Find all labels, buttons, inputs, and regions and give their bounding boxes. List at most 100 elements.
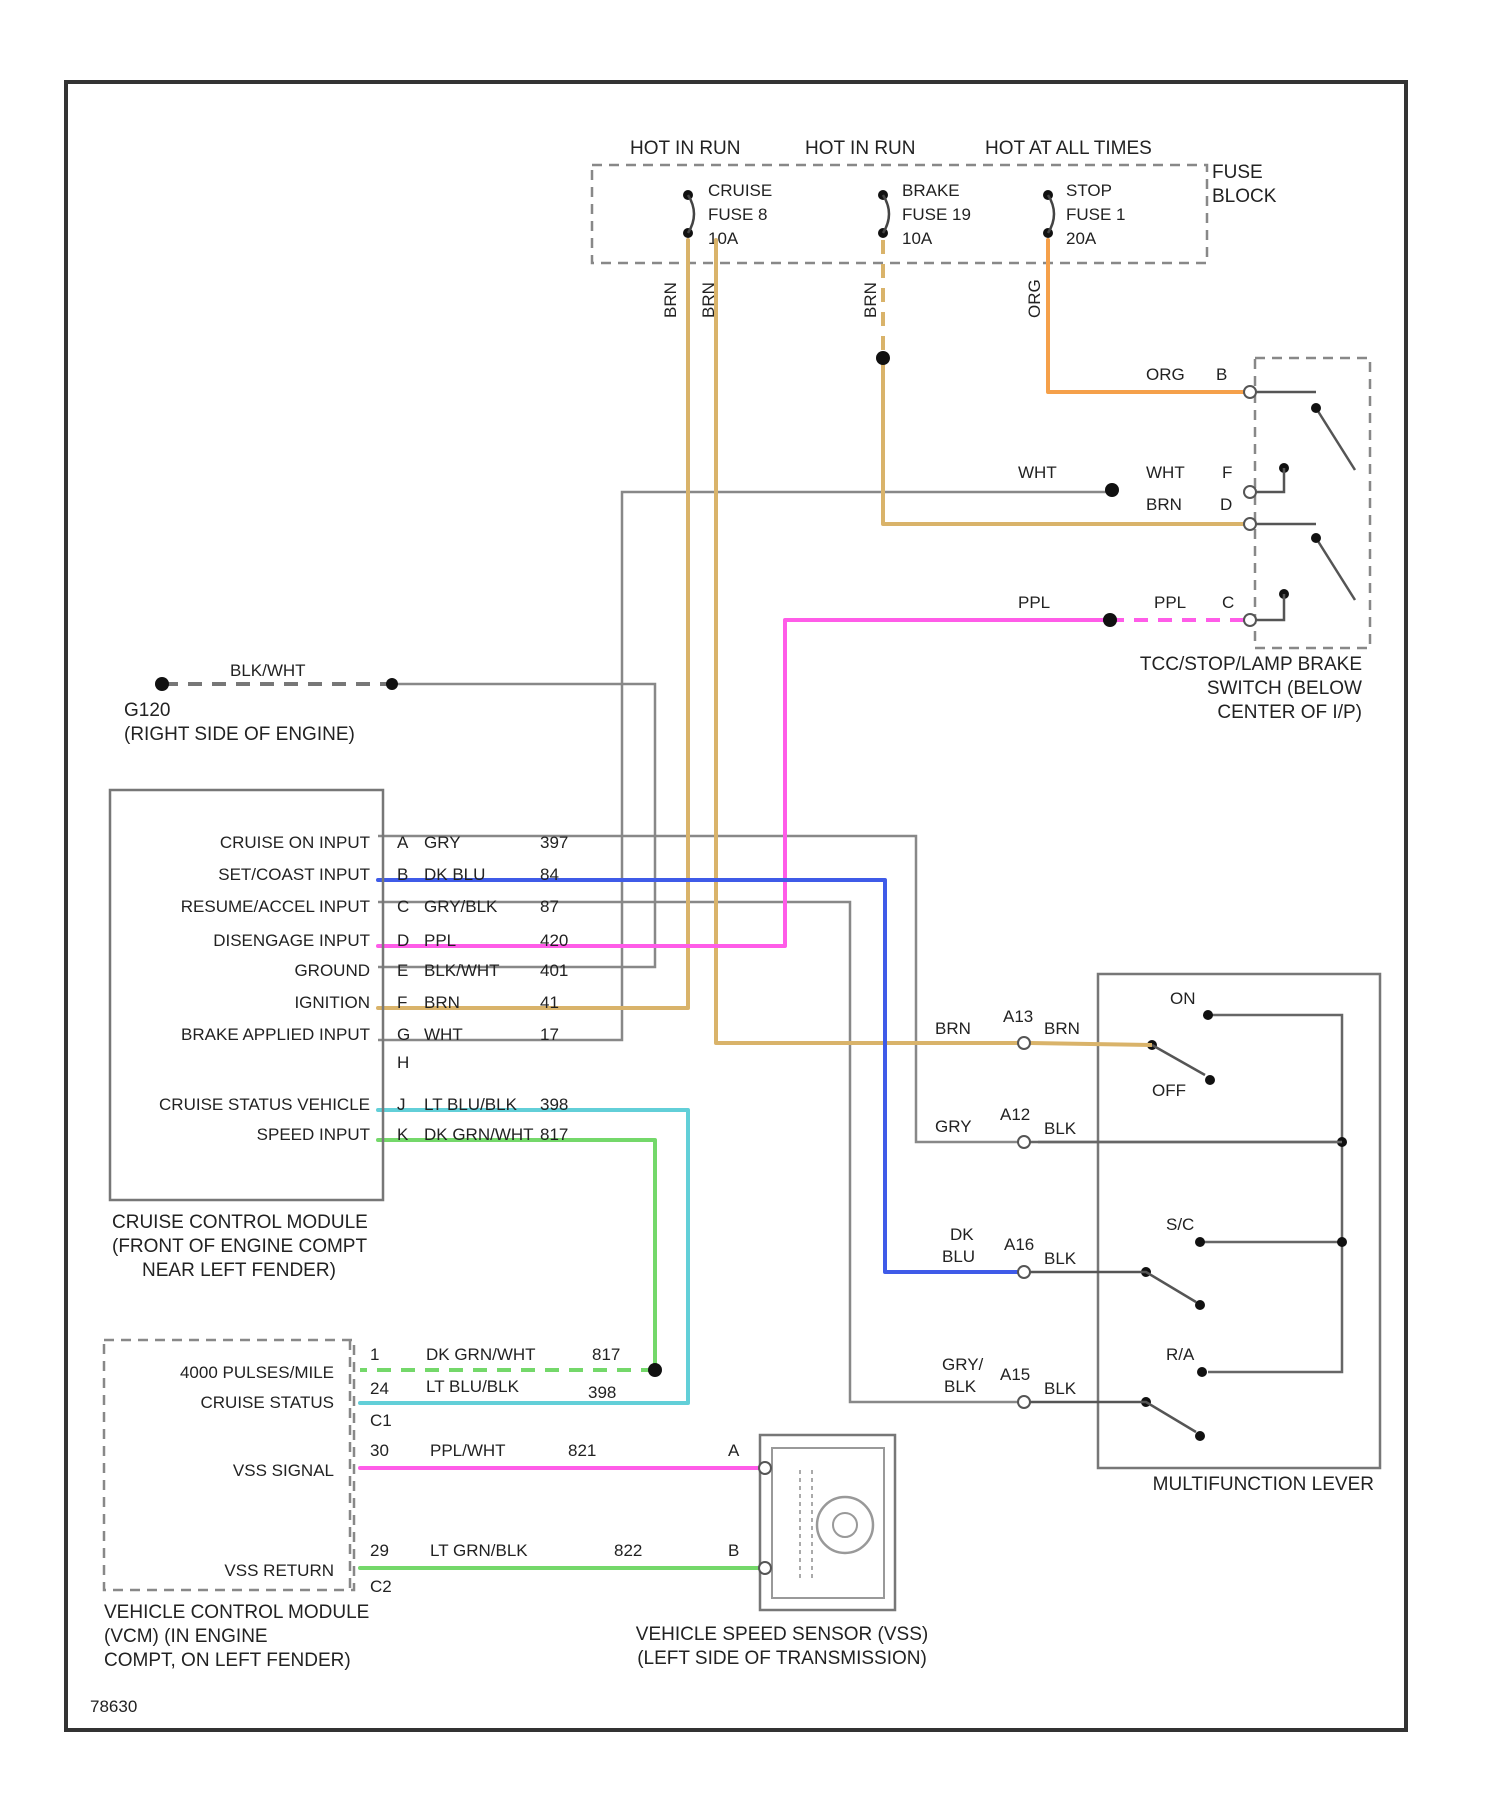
fuse-block-label-1: FUSE <box>1212 162 1263 183</box>
brake-pin-c: C <box>1222 593 1234 612</box>
cm-input-circuit: 87 <box>540 897 559 916</box>
vcm-wire-1: DK GRN/WHT <box>426 1345 536 1364</box>
brake-switch: ORG B WHT WHT F BRN D PPL PPL C TCC/STOP… <box>1018 358 1370 723</box>
ground-id: G120 <box>124 700 170 721</box>
cm-input-pin: G <box>397 1025 410 1044</box>
wire-brn-brake-solid <box>883 358 1245 524</box>
brake-wire-brn: BRN <box>1146 495 1182 514</box>
vss-pin-b-terminal <box>759 1562 771 1574</box>
mf-wire-3a: DK <box>950 1225 974 1244</box>
vss-sensor-core <box>833 1513 857 1537</box>
mf-pin-2: A12 <box>1000 1105 1030 1124</box>
cruise-module-caption-2: (FRONT OF ENGINE COMPT <box>112 1236 367 1257</box>
mf-wire-1: BRN <box>935 1019 971 1038</box>
wire-dk-grn-wht <box>378 1140 655 1370</box>
vcm-caption-3: COMPT, ON LEFT FENDER) <box>104 1650 351 1671</box>
multifunction-lever: ON OFF S/C R/A BRN A13 BRN GRY A12 BLK D… <box>935 974 1380 1495</box>
fuse-1-rating: 10A <box>708 229 739 248</box>
brake-switch-dot-1 <box>1311 403 1321 413</box>
cm-input-wire: DK BLU <box>424 865 485 884</box>
vcm-pin-3: 30 <box>370 1441 389 1460</box>
cm-input-wire: GRY <box>424 833 461 852</box>
vehicle-control-module: 4000 PULSES/MILE CRUISE STATUS VSS SIGNA… <box>104 1340 642 1671</box>
switch-sc-end <box>1195 1300 1205 1310</box>
fuse-block: HOT IN RUN HOT IN RUN HOT AT ALL TIMES F… <box>592 138 1277 318</box>
pin-a15 <box>1018 1396 1030 1408</box>
cm-input-label: CRUISE STATUS VEHICLE <box>159 1095 370 1114</box>
brake-wire-wht-mid: WHT <box>1146 463 1185 482</box>
vcm-pin-2: 24 <box>370 1379 389 1398</box>
cm-input-wire: DK GRN/WHT <box>424 1125 534 1144</box>
vcm-caption-2: (VCM) (IN ENGINE <box>104 1626 268 1647</box>
brake-switch-caption-3: CENTER OF I/P) <box>1217 702 1362 723</box>
fuse-wire-label-1: BRN <box>661 282 680 318</box>
vcm-wire-4: LT GRN/BLK <box>430 1541 528 1560</box>
cm-input-label: SPEED INPUT <box>257 1125 370 1144</box>
fuse-3-element <box>1048 195 1054 233</box>
wire-dk-blu <box>378 880 1018 1272</box>
wire-brn-ignition <box>378 240 688 1008</box>
cm-input-label: RESUME/ACCEL INPUT <box>181 897 370 916</box>
cm-input-circuit: 420 <box>540 931 568 950</box>
fuse-3-name: STOP <box>1066 181 1112 200</box>
vcm-label-4: VSS RETURN <box>224 1561 334 1580</box>
vss-pin-b: B <box>728 1541 739 1560</box>
ground-point <box>155 677 169 691</box>
cm-input-wire: PPL <box>424 931 456 950</box>
vss-inner <box>772 1448 884 1598</box>
vcm-caption-1: VEHICLE CONTROL MODULE <box>104 1602 369 1623</box>
vcm-label-2: CRUISE STATUS <box>201 1393 335 1412</box>
cm-input-wire: LT BLU/BLK <box>424 1095 518 1114</box>
cm-input-label: IGNITION <box>294 993 370 1012</box>
position-sc: S/C <box>1166 1215 1194 1234</box>
vcm-label-3: VSS SIGNAL <box>233 1461 334 1480</box>
brake-switch-contact-4 <box>1256 594 1284 620</box>
brake-switch-dot-3 <box>1311 533 1321 543</box>
ground-wire-label: BLK/WHT <box>230 661 306 680</box>
cm-input-pin: C <box>397 897 409 916</box>
brake-switch-caption-2: SWITCH (BELOW <box>1207 678 1362 699</box>
brake-switch-pin-b <box>1244 386 1256 398</box>
cm-input-pin: J <box>397 1095 406 1114</box>
mf-wire-4a: GRY/ <box>942 1355 984 1374</box>
cm-input-wire: BLK/WHT <box>424 961 500 980</box>
mf-out-2: BLK <box>1044 1119 1077 1138</box>
fuse-3-number: FUSE 1 <box>1066 205 1126 224</box>
switch-ra-contact <box>1197 1367 1207 1377</box>
wire-wht <box>378 492 1112 1040</box>
fuse-1-number: FUSE 8 <box>708 205 768 224</box>
brake-switch-pin-c <box>1244 614 1256 626</box>
brake-switch-contact-2 <box>1256 468 1284 492</box>
ground-g120: BLK/WHT G120 (RIGHT SIDE OF ENGINE) <box>124 661 355 745</box>
switch-off-contact <box>1205 1075 1215 1085</box>
vcm-connector-1: C1 <box>370 1411 392 1430</box>
cm-input-label: BRAKE APPLIED INPUT <box>181 1025 370 1044</box>
brake-pin-f: F <box>1222 463 1232 482</box>
brake-pin-d: D <box>1220 495 1232 514</box>
position-ra: R/A <box>1166 1345 1195 1364</box>
mf-wire-4b: BLK <box>944 1377 977 1396</box>
fuse-2-name: BRAKE <box>902 181 960 200</box>
vcm-pin-1: 1 <box>370 1345 379 1364</box>
switch-ra-end <box>1195 1431 1205 1441</box>
multifunction-bus <box>1038 1015 1342 1372</box>
fuse-2-number: FUSE 19 <box>902 205 971 224</box>
vcm-wire-3: PPL/WHT <box>430 1441 506 1460</box>
cruise-module-caption-3: NEAR LEFT FENDER) <box>142 1260 336 1281</box>
fuse-header-1: HOT IN RUN <box>630 138 740 159</box>
switch-onoff-blade <box>1152 1045 1205 1075</box>
vehicle-speed-sensor: A B VEHICLE SPEED SENSOR (VSS) (LEFT SID… <box>636 1435 928 1669</box>
cm-input-circuit: 397 <box>540 833 568 852</box>
brake-wire-ppl-left: PPL <box>1018 593 1050 612</box>
mf-pin-3: A16 <box>1004 1235 1034 1254</box>
fuse-header-2: HOT IN RUN <box>805 138 915 159</box>
switch-on-contact <box>1203 1010 1213 1020</box>
splice-ground <box>386 678 398 690</box>
multifunction-caption: MULTIFUNCTION LEVER <box>1153 1474 1374 1495</box>
brake-switch-contact-1 <box>1256 392 1355 470</box>
fuse-1-name: CRUISE <box>708 181 772 200</box>
vcm-circuit-2: 398 <box>588 1383 616 1402</box>
pin-a13 <box>1018 1037 1030 1049</box>
